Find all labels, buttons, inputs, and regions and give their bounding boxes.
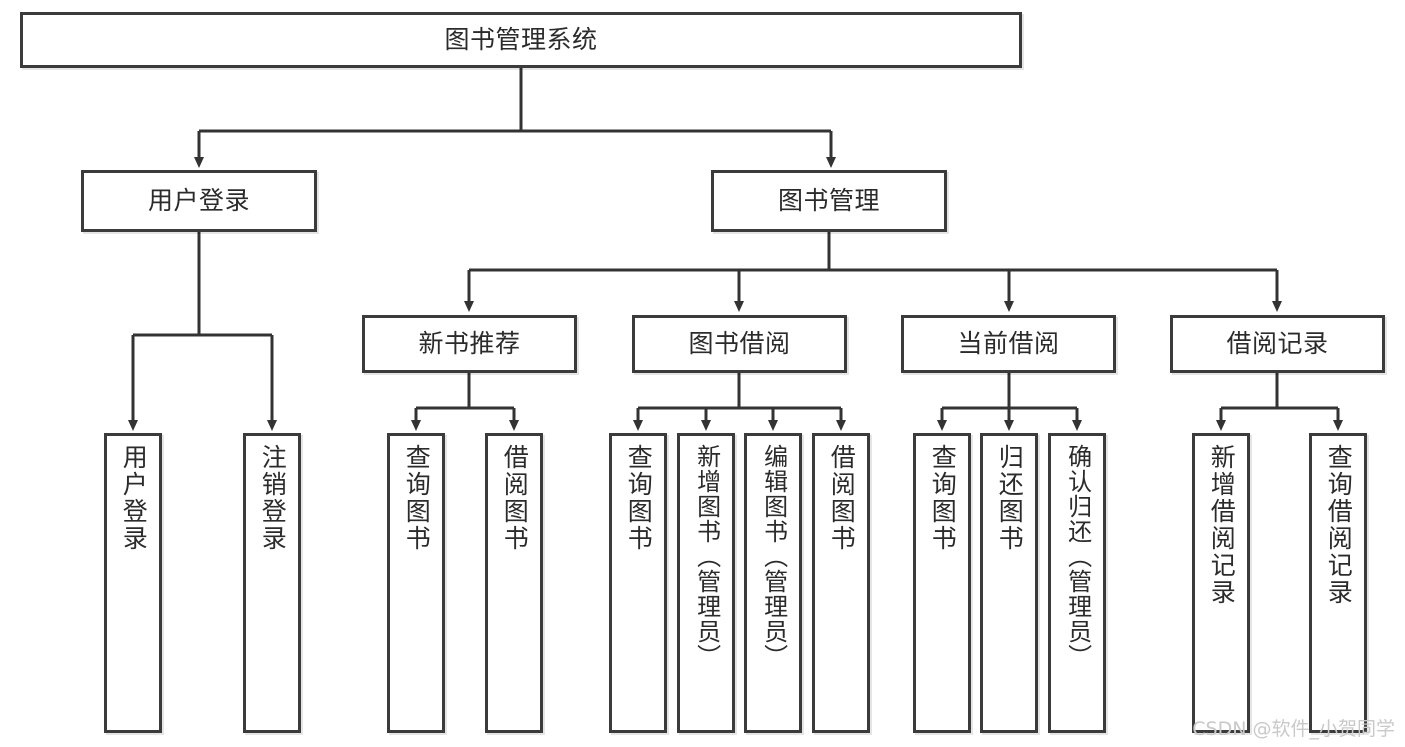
node-label: 注销登录: [258, 444, 288, 552]
node-label: 新书推荐: [418, 329, 521, 359]
node-label: 查询图书: [402, 444, 432, 552]
node-label: 查询图书: [624, 444, 654, 552]
leaf-return-book[interactable]: 归还图书: [980, 433, 1038, 733]
leaf-borrow-book[interactable]: 借阅图书: [812, 433, 870, 733]
node-label: 借阅图书: [500, 444, 530, 552]
node-label: 图书借阅: [688, 329, 791, 359]
node-label: 图书管理: [777, 186, 880, 216]
node-label: 借阅图书: [827, 444, 857, 552]
csdn-watermark: CSDN @软件_小贺同学: [1192, 718, 1395, 740]
leaf-confirm-return-admin[interactable]: 确认归还（管理员）: [1048, 433, 1106, 733]
node-label: 归还图书: [995, 444, 1025, 552]
leaf-edit-book-admin[interactable]: 编辑图书（管理员）: [744, 433, 802, 733]
leaf-logout[interactable]: 注销登录: [243, 433, 301, 733]
leaf-add-book-admin[interactable]: 新增图书（管理员）: [677, 433, 735, 733]
node-label: 借阅记录: [1226, 329, 1329, 359]
node-label: 用户登录: [119, 444, 149, 552]
node-label: 新增图书（管理员）: [692, 444, 721, 669]
node-label: 查询图书: [928, 444, 958, 552]
leaf-add-borrow-record[interactable]: 新增借阅记录: [1192, 433, 1250, 733]
node-book-borrow[interactable]: 图书借阅: [632, 315, 847, 373]
leaf-query-borrow-record[interactable]: 查询借阅记录: [1309, 433, 1367, 733]
leaf-query-book-recommend[interactable]: 查询图书: [387, 433, 445, 733]
node-label: 查询借阅记录: [1324, 444, 1354, 606]
node-root-book-management-system[interactable]: 图书管理系统: [20, 12, 1022, 68]
leaf-query-book-current[interactable]: 查询图书: [913, 433, 971, 733]
node-book-management[interactable]: 图书管理: [711, 170, 947, 232]
node-label: 确认归还（管理员）: [1063, 444, 1092, 669]
leaf-user-login[interactable]: 用户登录: [104, 433, 162, 733]
node-user-login[interactable]: 用户登录: [81, 170, 317, 232]
leaf-borrow-book-recommend[interactable]: 借阅图书: [485, 433, 543, 733]
node-current-borrow[interactable]: 当前借阅: [901, 315, 1116, 373]
node-label: 当前借阅: [957, 329, 1060, 359]
node-new-book-recommend[interactable]: 新书推荐: [362, 315, 577, 373]
node-borrow-record[interactable]: 借阅记录: [1170, 315, 1385, 373]
node-label: 用户登录: [147, 186, 250, 216]
node-label: 编辑图书（管理员）: [759, 444, 788, 669]
node-label: 新增借阅记录: [1207, 444, 1237, 606]
leaf-query-book-borrow[interactable]: 查询图书: [609, 433, 667, 733]
node-label: 图书管理系统: [444, 25, 598, 55]
